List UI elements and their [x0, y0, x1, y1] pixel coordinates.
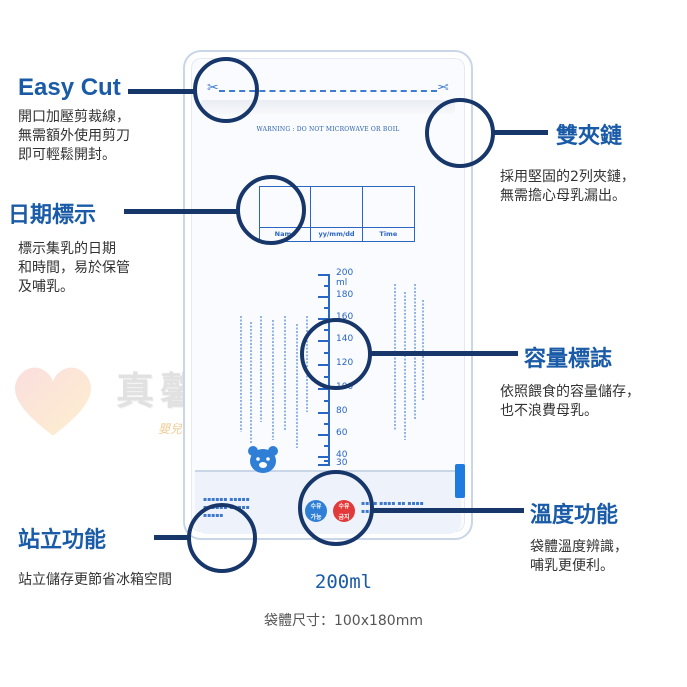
- feature-desc-date: 標示集乳的日期 和時間，易於保管 及哺乳。: [18, 241, 130, 295]
- connector-zipper: [494, 130, 548, 135]
- scale-label: 200 ml: [336, 268, 354, 288]
- connector-easy-cut: [128, 89, 194, 94]
- scale-label: 60: [336, 428, 348, 438]
- side-indicator-bar: [455, 464, 465, 498]
- highlight-circle-volume: [300, 318, 372, 390]
- bear-icon: [248, 446, 278, 473]
- zipper-strip: [201, 100, 455, 114]
- label-header-time: Time: [362, 227, 414, 241]
- heart-icon: [14, 367, 92, 436]
- scissors-icon: ✂: [437, 80, 449, 96]
- feature-title-standing: 站立功能: [18, 528, 107, 553]
- label-header-date: yy/mm/dd: [311, 227, 363, 241]
- scale-tick: [318, 456, 330, 458]
- scale-label: 40: [336, 450, 348, 460]
- scale-tick: [318, 464, 330, 466]
- bag-warning: WARNING : DO NOT MICROWAVE OR BOIL: [256, 126, 400, 133]
- highlight-circle-date: [236, 175, 306, 245]
- feature-desc-easy-cut: 開口加壓剪裁線， 無需額外使用剪刀 即可輕鬆開封。: [18, 109, 130, 163]
- scale-label: 80: [336, 406, 348, 416]
- feature-desc-temperature: 袋體溫度辨識， 哺乳更便利。: [530, 539, 628, 574]
- highlight-circle-easy-cut: [193, 57, 259, 123]
- scale-tick: [318, 274, 330, 276]
- feature-title-zipper: 雙夾鏈: [556, 124, 623, 149]
- feature-title-easy-cut: Easy Cut: [18, 74, 121, 101]
- instruction-text-lines: [240, 316, 308, 448]
- cut-line: [219, 90, 437, 92]
- scale-tick: [318, 434, 330, 436]
- scale-minor-tick: [324, 400, 330, 402]
- scale-tick: [318, 296, 330, 298]
- feature-title-volume: 容量標誌: [524, 347, 613, 372]
- scale-label: 160: [336, 312, 354, 322]
- bag-capacity: 200ml: [314, 571, 373, 593]
- scale-minor-tick: [324, 460, 330, 462]
- feature-desc-volume: 依照餵食的容量儲存， 也不浪費母乳。: [500, 384, 640, 419]
- feature-desc-zipper: 採用堅固的2列夾鏈， 無需擔心母乳漏出。: [500, 169, 635, 204]
- bag-dimensions: 袋體尺寸：100x180mm: [263, 613, 423, 629]
- scale-minor-tick: [324, 423, 330, 425]
- scale-tick: [318, 388, 330, 390]
- feature-desc-standing: 站立儲存更節省冰箱空間: [18, 572, 172, 588]
- feature-title-temperature: 溫度功能: [530, 503, 619, 528]
- scale-tick: [318, 412, 330, 414]
- connector-date: [124, 209, 237, 214]
- scale-minor-tick: [324, 445, 330, 447]
- highlight-circle-zipper: [425, 98, 495, 168]
- highlight-circle-temperature: [298, 470, 374, 546]
- scale-label: 180: [336, 290, 354, 300]
- instruction-text: ㅤㅤㅤㅤㅤㅤㅤㅤㅤ: [242, 314, 250, 373]
- scale-label: 30: [336, 458, 348, 468]
- instruction-text-lines-right: [394, 284, 424, 440]
- feature-title-date: 日期標示: [8, 203, 97, 228]
- connector-standing: [154, 535, 188, 540]
- scale-minor-tick: [324, 307, 330, 309]
- connector-volume: [371, 351, 518, 356]
- highlight-circle-standing: [187, 503, 257, 573]
- scale-minor-tick: [324, 285, 330, 287]
- connector-temperature: [373, 508, 524, 513]
